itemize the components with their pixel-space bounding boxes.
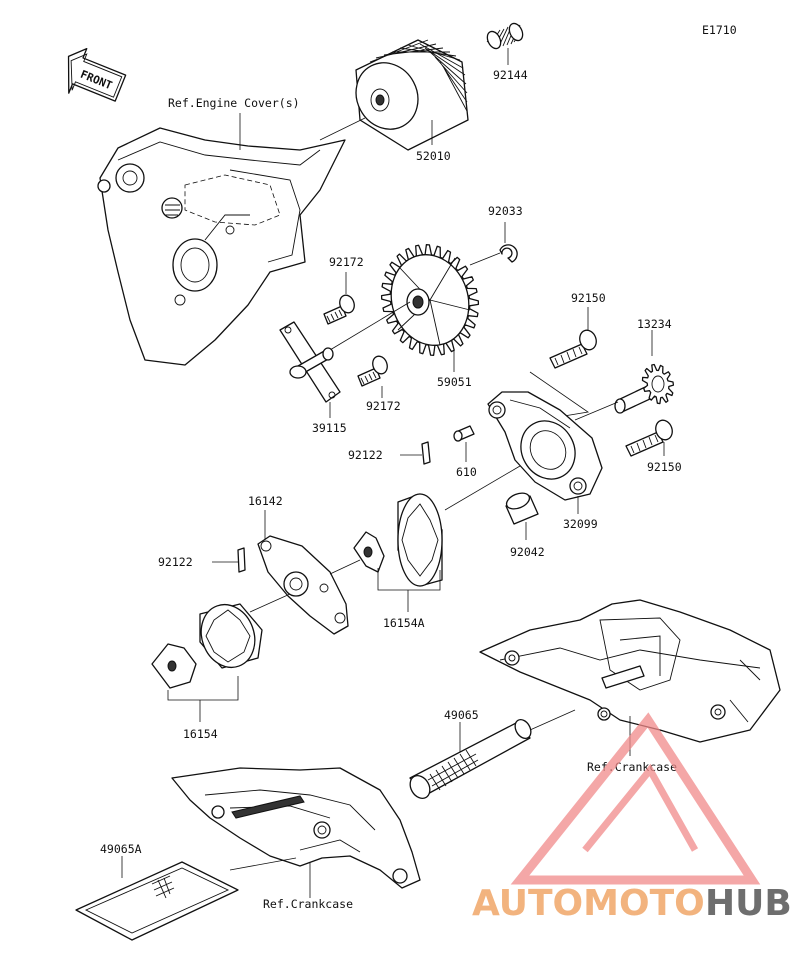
watermark-logo: AUTOMOTO HUB [472, 712, 792, 924]
oil-screen [75, 861, 239, 941]
circlip [499, 244, 518, 263]
pump-shaft [614, 363, 675, 414]
bolt-92172-bottom [357, 355, 388, 387]
part-label-92150-right: 92150 [647, 460, 682, 474]
bolt-92172-top [323, 294, 355, 325]
rotor-16154A-bracket [377, 568, 441, 591]
part-label-92144: 92144 [493, 68, 528, 82]
part-label-16142: 16142 [248, 494, 283, 508]
part-label-92172-bottom: 92172 [366, 399, 401, 413]
pin-92122-left [237, 547, 246, 573]
part-label-92122-mid: 92122 [348, 448, 383, 462]
circlip-axis-line [469, 252, 501, 266]
part-label-16154: 16154 [183, 727, 218, 741]
part-label-13234: 13234 [637, 317, 672, 331]
pump-body [487, 391, 603, 501]
pump-axis-line [444, 465, 521, 511]
dowel-pin-610 [453, 425, 475, 442]
watermark-brand-left: AUTOMOTO [472, 883, 705, 924]
watermark-brand-right: HUB [705, 883, 792, 924]
shaft-axis-line [574, 401, 619, 421]
front-arrow-icon: FRONT [67, 47, 127, 102]
part-label-49065: 49065 [444, 708, 479, 722]
part-label-92122-left: 92122 [158, 555, 193, 569]
outer-rotor-16154 [199, 603, 263, 669]
part-label-92150-top: 92150 [571, 291, 606, 305]
part-label-49065A: 49065A [100, 842, 142, 856]
collar-92042 [505, 492, 539, 525]
ref-crankcase-right-label: Ref.Crankcase [587, 760, 677, 774]
crankcase-bottom-leader [229, 857, 311, 898]
watermark-triangle-icon [510, 712, 761, 885]
bolt-92150-right [625, 419, 673, 457]
part-label-610: 610 [456, 465, 477, 479]
part-label-52010: 52010 [416, 149, 451, 163]
shaft-bracket [279, 321, 341, 403]
part-label-92042: 92042 [510, 545, 545, 559]
crankcase-bottom [171, 767, 421, 889]
gear-axis-line [329, 301, 411, 351]
oil-strainer [409, 719, 532, 799]
part-label-59051: 59051 [437, 375, 472, 389]
strainer-axis-line [529, 709, 576, 731]
inner-rotor-16154 [151, 643, 197, 689]
pin-92122-mid [421, 441, 431, 465]
part-label-32099: 32099 [563, 517, 598, 531]
watermark-inner-icon [582, 763, 699, 853]
ref-engine-cover-label: Ref.Engine Cover(s) [168, 96, 300, 110]
diagram-id: E1710 [702, 23, 737, 37]
oil-pump-gear [380, 244, 480, 356]
filter-axis-line [319, 117, 366, 141]
bolt-92150-top [549, 329, 597, 369]
engine-cover [97, 127, 346, 366]
inner-rotor-16154A [353, 531, 385, 573]
pump-plate [257, 535, 349, 635]
crankcase-right [479, 599, 781, 743]
oil-filter [355, 39, 469, 151]
ref-crankcase-bottom-label: Ref.Crankcase [263, 897, 353, 911]
part-label-92172-top: 92172 [329, 255, 364, 269]
part-label-39115: 39115 [312, 421, 347, 435]
rotor-16154-bracket [167, 676, 239, 701]
spring [486, 22, 524, 50]
part-label-16154A: 16154A [383, 616, 425, 630]
outer-rotor-16154A [397, 493, 443, 587]
part-label-92033: 92033 [488, 204, 523, 218]
plate-axis-line [249, 559, 361, 613]
